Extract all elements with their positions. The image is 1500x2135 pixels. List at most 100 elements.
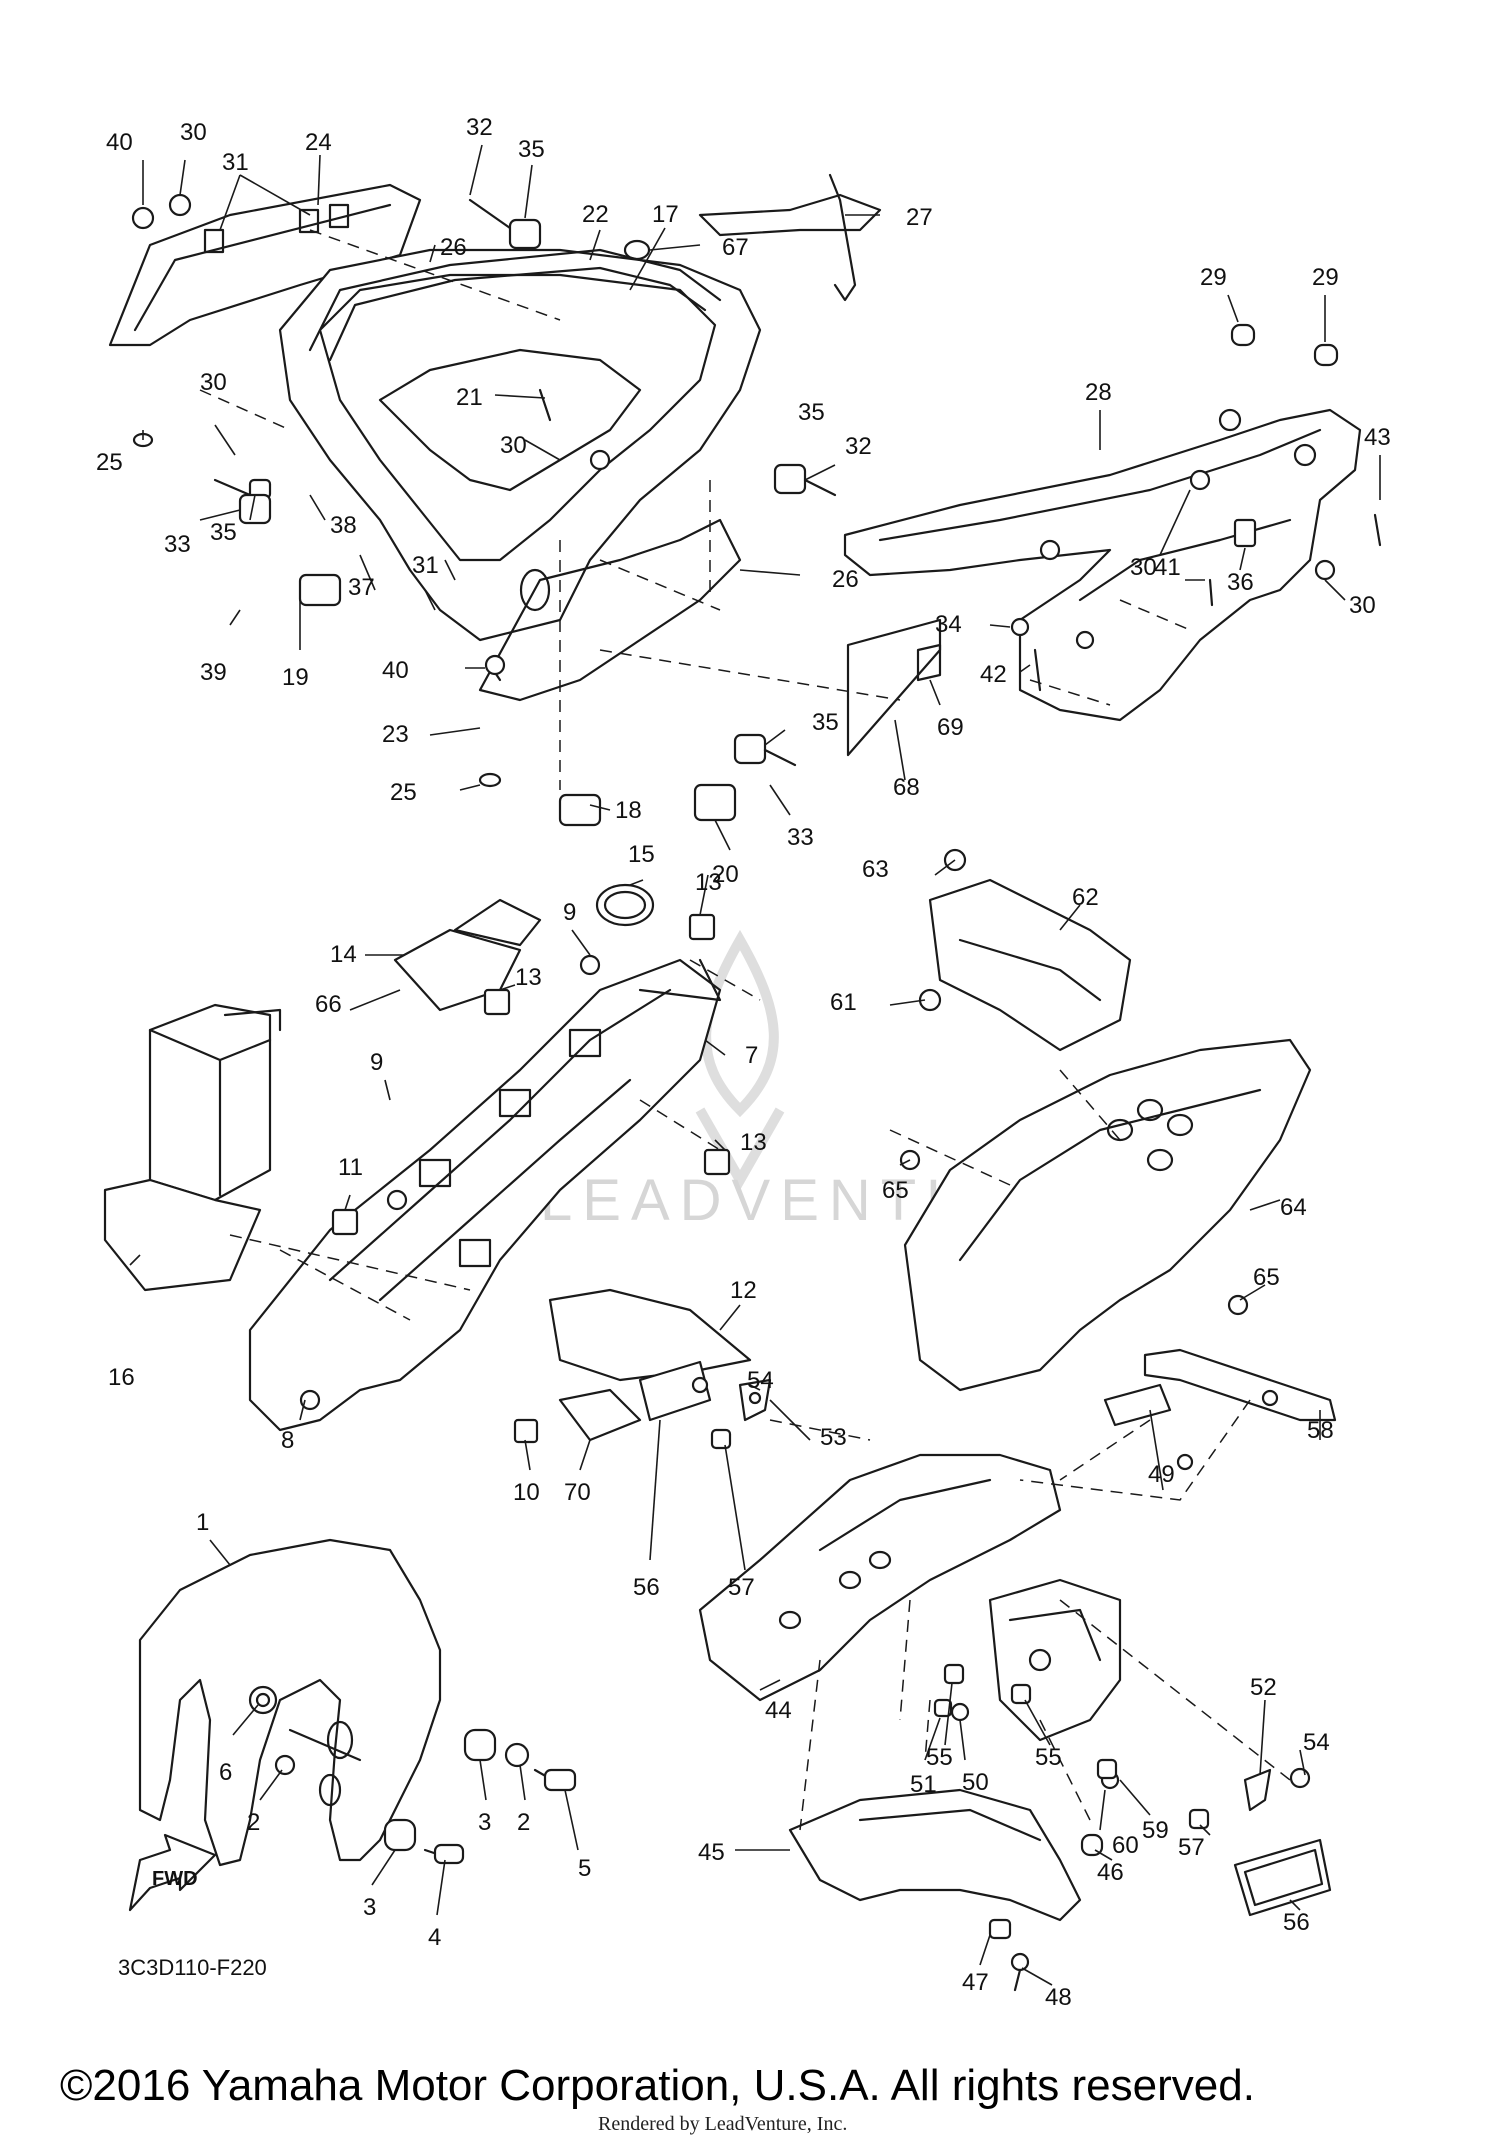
reflector-56-left	[638, 1360, 712, 1422]
tail-cover-64	[899, 1038, 1312, 1392]
leader-lines	[129, 144, 1381, 1986]
bracket-27	[698, 173, 882, 302]
lower-fasteners	[691, 1376, 1311, 1992]
rendered-by-credit: Rendered by LeadVenture, Inc.	[598, 2113, 847, 2135]
callout-label: 64	[1280, 1194, 1307, 1221]
bracket-58	[1143, 1348, 1337, 1422]
callout-label: 24	[305, 129, 332, 156]
middle-right-lines	[889, 1069, 1121, 1186]
callout-label: 65	[882, 1177, 909, 1204]
callout-label: 48	[1045, 1984, 1072, 2011]
callout-label: 31	[412, 552, 439, 579]
callout-label: 47	[962, 1969, 989, 1996]
callout-label: 59	[1142, 1817, 1169, 1844]
callout-label: 14	[330, 941, 357, 968]
callout-label: 19	[282, 664, 309, 691]
bracket-52	[1243, 1768, 1272, 1812]
callout-label: 30	[1130, 554, 1157, 581]
callout-label: 18	[615, 797, 642, 824]
callout-label: 2	[517, 1809, 530, 1836]
callout-label: 5	[578, 1855, 591, 1882]
cover-12	[548, 1288, 752, 1382]
callout-label: 42	[980, 661, 1007, 688]
callout-label: 35	[798, 399, 825, 426]
callout-label: 25	[96, 449, 123, 476]
rear-frame-28	[843, 408, 1362, 722]
callout-label: 51	[910, 1771, 937, 1798]
callout-label: 32	[845, 433, 872, 460]
callout-label: 33	[787, 824, 814, 851]
callout-label: 33	[164, 531, 191, 558]
callout-label: 13	[515, 964, 542, 991]
callout-label: 30	[1349, 592, 1376, 619]
callout-label: 20	[712, 861, 739, 888]
callout-label: 30	[200, 369, 227, 396]
callout-label: 70	[564, 1479, 591, 1506]
light-bracket-56	[988, 1578, 1122, 1742]
callout-label: 52	[1250, 1674, 1277, 1701]
bracket-62	[918, 848, 1132, 1052]
callout-label: 2	[247, 1809, 260, 1836]
callout-label: 61	[830, 989, 857, 1016]
bracket-14-66	[393, 898, 542, 1012]
callout-label: 22	[582, 201, 609, 228]
callout-label: 9	[563, 899, 576, 926]
callout-label: 40	[106, 129, 133, 156]
callout-label: 29	[1200, 264, 1227, 291]
callout-label: 53	[820, 1424, 847, 1451]
front-fender-1	[138, 1538, 442, 1867]
callout-label: 10	[513, 1479, 540, 1506]
callout-label: 54	[1303, 1729, 1330, 1756]
reflector-56-right	[1233, 1838, 1332, 1917]
side-cover-24	[108, 183, 422, 347]
callout-label: 55	[926, 1744, 953, 1771]
callout-label: 67	[722, 234, 749, 261]
callout-label: 3	[478, 1809, 491, 1836]
rear-fender-44	[698, 1453, 1062, 1702]
callout-label: 31	[222, 149, 249, 176]
callout-label: 56	[633, 1574, 660, 1601]
callout-label: 7	[745, 1042, 758, 1069]
lower-alignment-lines	[769, 1399, 1291, 1831]
callout-label: 26	[440, 234, 467, 261]
callout-label: 34	[935, 611, 962, 638]
callout-label: 11	[338, 1154, 363, 1181]
front-fender-fasteners	[248, 1685, 577, 1865]
callout-label: 6	[219, 1759, 232, 1786]
fwd-arrow: FWD	[128, 1833, 217, 1912]
callout-label: 12	[730, 1277, 757, 1304]
callout-label: 30	[500, 432, 527, 459]
callout-label: 60	[1112, 1832, 1139, 1859]
callout-label: 8	[281, 1427, 294, 1454]
callout-label: 28	[1085, 379, 1112, 406]
callout-label: 16	[108, 1364, 135, 1391]
callout-label: 56	[1283, 1909, 1310, 1936]
callout-label: 17	[652, 201, 679, 228]
middle-fasteners	[299, 913, 731, 1444]
callout-label: 65	[1253, 1264, 1280, 1291]
callout-label: 57	[728, 1574, 755, 1601]
callout-label: 36	[1227, 569, 1254, 596]
copyright-notice: ©2016 Yamaha Motor Corporation, U.S.A. A…	[60, 2061, 1255, 2110]
callout-label: 54	[747, 1367, 774, 1394]
seat-cowl-17	[278, 248, 762, 702]
callout-label: 23	[382, 721, 409, 748]
middle-alignment-lines	[229, 959, 761, 1321]
callout-label: 40	[382, 657, 409, 684]
grab-rail-22	[308, 248, 722, 362]
lamp-49	[1103, 1383, 1172, 1427]
diagram-code: 3C3D110-F220	[118, 1955, 267, 1980]
ring-15	[595, 883, 655, 927]
fwd-label: FWD	[152, 1868, 198, 1890]
callout-label: 50	[962, 1769, 989, 1796]
upper-fasteners	[131, 193, 1382, 827]
callout-label: 30	[180, 119, 207, 146]
callout-label: 58	[1307, 1417, 1334, 1444]
callout-label: 1	[196, 1509, 209, 1536]
callout-label: 39	[200, 659, 227, 686]
callout-label: 13	[695, 869, 722, 896]
callout-label: 43	[1364, 424, 1391, 451]
plate-70	[558, 1388, 642, 1442]
mudguard-45	[788, 1788, 1082, 1922]
